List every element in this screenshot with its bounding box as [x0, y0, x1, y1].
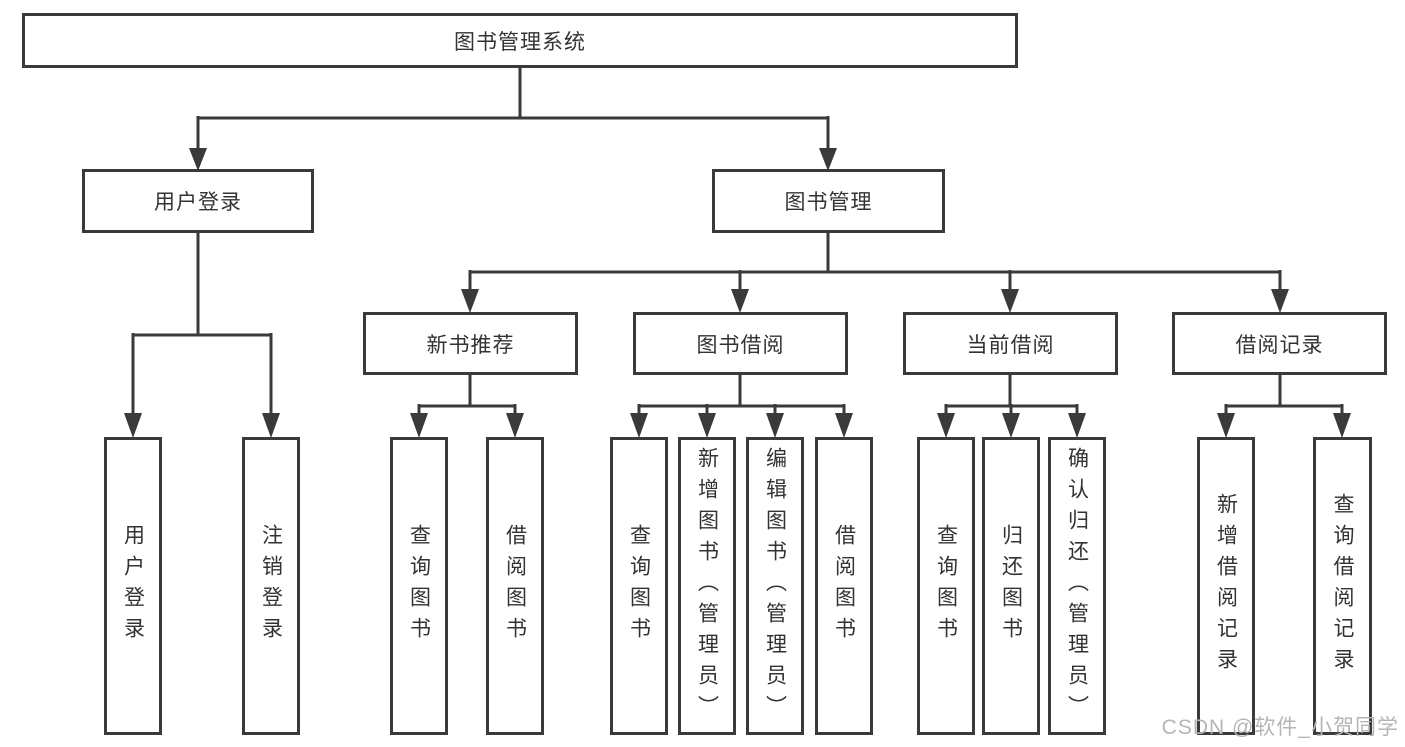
node-br-add-record-label: 新增借阅记录 [1214, 493, 1238, 679]
node-bb-edit-book-admin-label: 编辑图书（管理员） [763, 446, 787, 726]
node-bb-query-book-label: 查询图书 [627, 524, 651, 648]
node-book-management: 图书管理 [712, 169, 945, 233]
connector-current-borrow-children [937, 375, 1086, 438]
node-bb-query-book: 查询图书 [610, 437, 668, 735]
connector-book-borrow-children [630, 375, 853, 438]
node-cb-return-book: 归还图书 [982, 437, 1040, 735]
node-user-login-label: 用户登录 [154, 191, 242, 214]
node-borrow-records: 借阅记录 [1172, 312, 1387, 375]
node-br-query-record-label: 查询借阅记录 [1331, 493, 1354, 679]
node-nb-query-book-label: 查询图书 [407, 524, 431, 648]
node-root: 图书管理系统 [22, 13, 1018, 68]
node-new-book-recommend-label: 新书推荐 [426, 333, 515, 357]
node-bb-add-book-admin: 新增图书（管理员） [678, 437, 736, 735]
node-bb-borrow-book: 借阅图书 [815, 437, 873, 735]
connector-user-login-children [124, 233, 280, 438]
node-bb-add-book-admin-label: 新增图书（管理员） [695, 446, 719, 726]
node-cb-return-book-label: 归还图书 [999, 524, 1023, 648]
node-bb-borrow-book-label: 借阅图书 [832, 524, 856, 648]
node-nb-borrow-book-label: 借阅图书 [503, 524, 527, 648]
node-book-borrow: 图书借阅 [633, 312, 848, 375]
node-bb-edit-book-admin: 编辑图书（管理员） [746, 437, 804, 735]
node-new-book-recommend: 新书推荐 [363, 312, 578, 375]
node-logout-label: 注销登录 [259, 524, 283, 648]
node-cb-confirm-return-admin: 确认归还（管理员） [1048, 437, 1106, 735]
node-login: 用户登录 [104, 437, 162, 735]
node-br-add-record: 新增借阅记录 [1197, 437, 1255, 735]
node-br-query-record: 查询借阅记录 [1313, 437, 1372, 735]
node-nb-query-book: 查询图书 [390, 437, 448, 735]
connector-borrow-records-children [1217, 375, 1351, 438]
connector-new-book-children [410, 375, 524, 438]
node-login-label: 用户登录 [121, 524, 145, 648]
node-borrow-records-label: 借阅记录 [1235, 333, 1324, 357]
connector-book-mgmt-to-level3 [461, 233, 1289, 313]
connector-root-to-level2 [189, 68, 837, 171]
node-user-login: 用户登录 [82, 169, 314, 233]
node-book-borrow-label: 图书借阅 [696, 333, 785, 357]
node-current-borrow: 当前借阅 [903, 312, 1118, 375]
node-root-label: 图书管理系统 [454, 30, 586, 54]
node-cb-confirm-return-admin-label: 确认归还（管理员） [1065, 446, 1089, 726]
node-cb-query-book-label: 查询图书 [934, 524, 958, 648]
node-book-management-label: 图书管理 [784, 191, 873, 214]
node-logout: 注销登录 [242, 437, 300, 735]
node-current-borrow-label: 当前借阅 [966, 333, 1055, 357]
node-cb-query-book: 查询图书 [917, 437, 975, 735]
csdn-watermark: CSDN @软件_小贺同学 [1161, 716, 1399, 739]
node-nb-borrow-book: 借阅图书 [486, 437, 544, 735]
